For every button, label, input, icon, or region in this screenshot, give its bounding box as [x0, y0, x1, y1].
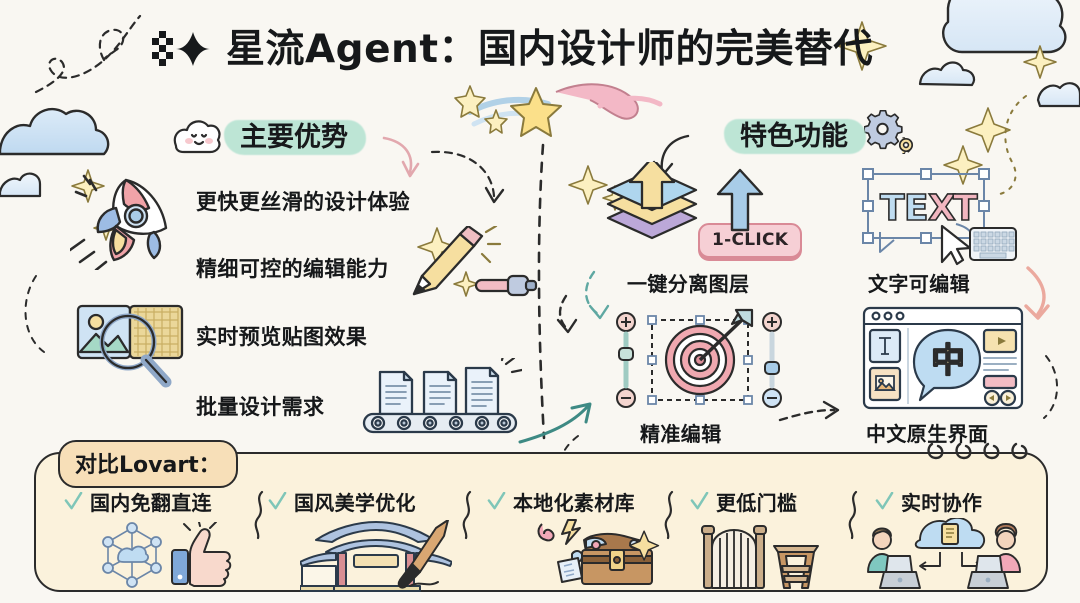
compare-item-1-label: 国内免翻直连 — [90, 491, 212, 515]
network-cloud-thumbsup-icon — [102, 522, 232, 588]
dashed-arrow-icon — [778, 400, 840, 422]
features-heading-label: 特色功能 — [740, 120, 848, 152]
dashed-curved-arrow-icon — [585, 270, 610, 320]
cloud-icon — [1036, 82, 1080, 108]
compare-item-3-label: 本地化素材库 — [513, 491, 635, 515]
feature-caption-4: 中文原生界面 — [866, 422, 989, 446]
checkered-arrow-sparkle-icon — [152, 31, 210, 66]
feature-caption-1: 一键分离图层 — [627, 272, 750, 296]
conveyor-belt-documents-icon — [362, 358, 522, 434]
compare-item-2-label: 国风美学优化 — [294, 491, 416, 515]
checkmark-icon — [64, 492, 83, 510]
stacked-layers-arrow-icon — [606, 162, 698, 240]
compare-item-4-label: 更低门槛 — [716, 491, 798, 515]
section-heading-features: 特色功能 — [728, 110, 916, 158]
dashed-loop-path — [34, 14, 142, 94]
rocket-icon — [70, 174, 168, 270]
chinese-ui-window-icon: 中 — [862, 306, 1024, 410]
smiling-cloud-icon — [173, 119, 221, 153]
checkmark-icon — [268, 492, 287, 510]
curved-arrow-icon — [518, 402, 592, 444]
gear-icon — [864, 110, 914, 155]
section-heading-advantages: 主要优势 — [172, 113, 360, 158]
two-people-laptops-cloud-icon — [867, 518, 1021, 589]
feature-caption-2: 文字可编辑 — [868, 272, 970, 296]
advantages-heading-label: 主要优势 — [240, 122, 348, 153]
advantage-item-1: 更快更丝滑的设计体验 — [196, 190, 410, 214]
treasure-chest-icon — [537, 519, 660, 585]
one-click-badge: 1-CLICK — [698, 223, 803, 258]
compare-item-3: 本地化素材库 — [487, 487, 635, 516]
compare-item-1: 国内免翻直连 — [64, 487, 212, 516]
up-arrow-icon — [716, 168, 764, 232]
dashed-curved-arrow-icon — [430, 150, 496, 198]
svg-text:T: T — [880, 188, 905, 229]
checkmark-icon — [487, 492, 506, 510]
target-arrow-sliders-icon — [616, 308, 782, 408]
compare-item-2: 国风美学优化 — [268, 487, 416, 516]
advantage-item-4: 批量设计需求 — [196, 395, 325, 419]
cloud-icon — [942, 0, 1067, 54]
feature-caption-3: 精准编辑 — [640, 422, 722, 446]
image-magnifier-icon — [76, 304, 184, 388]
cloud-icon — [0, 107, 110, 156]
text-edit-keyboard-icon: T E X T — [862, 168, 1017, 266]
compare-item-4: 更低门槛 — [690, 487, 797, 516]
curved-arrow-icon — [382, 136, 420, 178]
checkmark-icon — [690, 492, 709, 510]
gate-stool-icon — [701, 525, 819, 589]
dashed-curved-arrow-icon — [556, 294, 578, 334]
compare-item-5: 实时协作 — [875, 487, 982, 516]
compare-item-5-label: 实时协作 — [901, 491, 983, 515]
pencil-icon — [412, 226, 538, 297]
svg-text:X: X — [928, 188, 956, 229]
shooting-star-ribbon-icon — [454, 83, 663, 137]
svg-text:E: E — [904, 188, 929, 229]
advantage-item-2: 精细可控的编辑能力 — [196, 257, 389, 281]
cloud-icon — [0, 172, 42, 198]
svg-text:T: T — [953, 188, 978, 229]
svg-text:中: 中 — [931, 341, 965, 381]
advantage-item-3: 实时预览贴图效果 — [196, 325, 368, 349]
arrow-head-icon — [484, 186, 505, 204]
curved-arrow-icon — [1024, 266, 1050, 320]
title-row: 星流Agent：国内设计师的完美替代 — [150, 18, 940, 80]
chinese-gate-brush-icon — [300, 520, 452, 592]
checkmark-icon — [875, 492, 894, 510]
compare-badge: 对比Lovart： — [58, 440, 238, 488]
page-title: 星流Agent：国内设计师的完美替代 — [226, 26, 873, 72]
